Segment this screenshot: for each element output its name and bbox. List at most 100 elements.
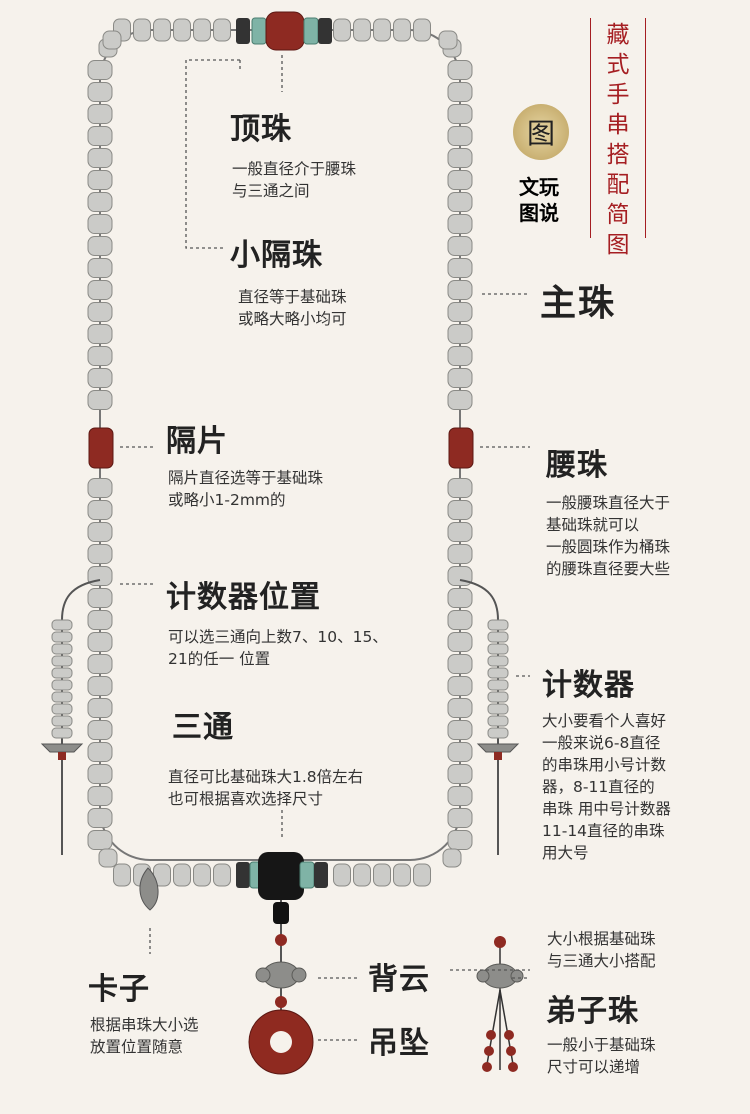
counter-bead xyxy=(487,727,509,739)
dizizhu-cloud-lobe xyxy=(476,969,490,983)
dizizhu-bead xyxy=(506,1046,516,1056)
bead xyxy=(447,236,473,256)
label-jishuqi-position: 计数器位置 xyxy=(166,580,321,615)
counter-bead xyxy=(487,679,509,691)
bead xyxy=(173,863,191,887)
counter-bead xyxy=(487,619,509,631)
bead xyxy=(113,863,131,887)
bead xyxy=(447,742,473,762)
turquoise-bead xyxy=(303,17,319,45)
bead xyxy=(87,786,113,806)
bead xyxy=(447,654,473,674)
bead xyxy=(153,18,171,42)
bead xyxy=(87,104,113,124)
bead-parts xyxy=(40,11,524,1075)
dizizhu-cloud-lobe xyxy=(510,969,524,983)
bead xyxy=(442,848,462,868)
bead xyxy=(87,236,113,256)
brand-line-2: 图说 xyxy=(519,201,559,225)
desc-jishuqi: 大小要看个人喜好 一般来说6-8直径 的串珠用小号计数 器，8-11直径的 串珠… xyxy=(542,712,671,862)
counter-bead xyxy=(51,631,73,643)
bead xyxy=(447,302,473,322)
bead xyxy=(87,610,113,630)
desc-santong: 直径可比基础珠大1.8倍左右 也可根据喜欢选择尺寸 xyxy=(168,768,364,808)
bead xyxy=(87,170,113,190)
spacer-bead xyxy=(318,18,332,44)
label-gepian: 隔片 xyxy=(166,424,228,459)
brand-name: 文玩 图说 xyxy=(509,174,569,226)
bead xyxy=(447,126,473,146)
label-yaozhu: 腰珠 xyxy=(546,448,608,483)
bead xyxy=(447,280,473,300)
label-diaozhui: 吊坠 xyxy=(368,1026,430,1061)
bead xyxy=(393,863,411,887)
bead-loop xyxy=(87,18,473,887)
bead xyxy=(413,18,431,42)
bead xyxy=(447,720,473,740)
bead xyxy=(353,18,371,42)
brand-seal: 图 xyxy=(513,104,569,160)
bead xyxy=(373,18,391,42)
bead xyxy=(87,126,113,146)
bead xyxy=(87,478,113,498)
counter-bead xyxy=(51,655,73,667)
dizizhu-branch xyxy=(485,989,501,1071)
bead xyxy=(173,18,191,42)
desc-xiaogezhu: 直径等于基础珠 或略大略小均可 xyxy=(238,288,347,328)
label-zhuzhu: 主珠 xyxy=(540,283,617,324)
bead xyxy=(447,368,473,388)
label-dizizhu: 弟子珠 xyxy=(546,994,639,1029)
title-frame xyxy=(590,18,646,238)
dizizhu-bead xyxy=(482,1062,492,1072)
bead xyxy=(87,148,113,168)
dizizhu-bead xyxy=(486,1030,496,1040)
bead xyxy=(447,346,473,366)
bead xyxy=(447,522,473,542)
bead xyxy=(87,742,113,762)
counter-bead xyxy=(51,643,73,655)
desc-kazi: 根据串珠大小选 放置位置随意 xyxy=(90,1016,199,1056)
counter-bead xyxy=(487,691,509,703)
bead xyxy=(447,82,473,102)
bead xyxy=(87,324,113,344)
desc-jishuqi-position: 可以选三通向上数7、10、15、 21的任一 位置 xyxy=(168,628,388,668)
dizizhu-bead xyxy=(484,1046,494,1056)
bead xyxy=(87,302,113,322)
diagram-title: 藏式手串搭配简图 xyxy=(606,22,630,258)
bead xyxy=(102,30,122,50)
bead xyxy=(447,258,473,278)
bead xyxy=(447,698,473,718)
desc-dingzhu: 一般直径介于腰珠 与三通之间 xyxy=(232,160,357,200)
label-xiaogezhu: 小隔珠 xyxy=(230,238,323,273)
bead xyxy=(87,192,113,212)
dizizhu-bead xyxy=(508,1062,518,1072)
label-santong: 三通 xyxy=(172,710,234,745)
counter-bead xyxy=(487,655,509,667)
bead xyxy=(393,18,411,42)
dizizhu-branch xyxy=(499,989,515,1071)
bead xyxy=(438,30,458,50)
bead xyxy=(87,280,113,300)
yaozhu-bead xyxy=(448,427,474,469)
desc-dizizhu-note: 大小根据基础珠 与三通大小搭配 xyxy=(547,930,656,970)
bead xyxy=(447,808,473,828)
bead xyxy=(447,104,473,124)
counter-bead xyxy=(51,619,73,631)
beiyun-lobe xyxy=(255,967,271,983)
bead xyxy=(87,258,113,278)
bead xyxy=(447,170,473,190)
bead xyxy=(447,324,473,344)
bead xyxy=(87,346,113,366)
bead xyxy=(213,863,231,887)
counter-red xyxy=(58,752,66,760)
counter-bead xyxy=(487,703,509,715)
counter-bead xyxy=(487,667,509,679)
spacer-bead xyxy=(314,862,328,888)
label-kazi: 卡子 xyxy=(88,972,150,1007)
bead xyxy=(193,863,211,887)
counter-end xyxy=(40,743,84,753)
bead xyxy=(193,18,211,42)
bead xyxy=(447,60,473,80)
bead xyxy=(87,698,113,718)
